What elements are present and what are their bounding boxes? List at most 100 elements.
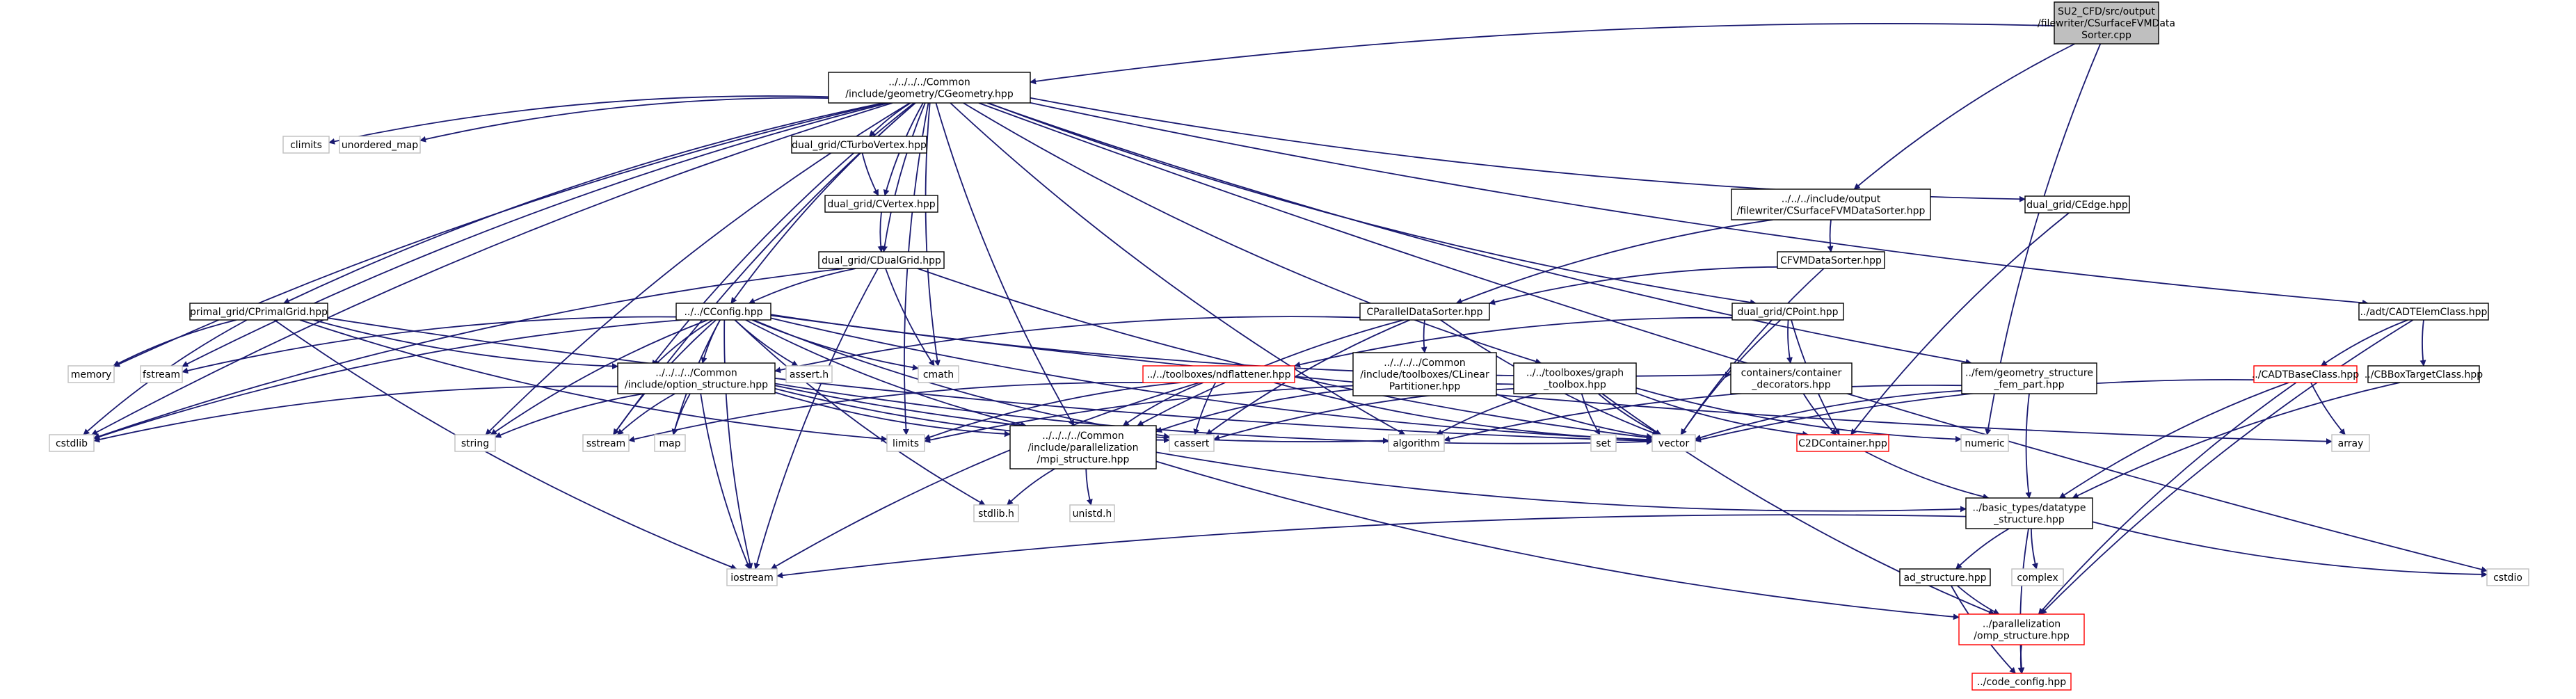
node-ompstruct[interactable]: ../parallelization/omp_structure.hpp	[1958, 613, 2085, 645]
node-cedge[interactable]: dual_grid/CEdge.hpp	[2024, 195, 2130, 214]
node-cconfig[interactable]: ../../CConfig.hpp	[675, 303, 771, 321]
edge-cfvmdatasorter-to-cparallel	[1489, 266, 1778, 305]
node-cadtbase[interactable]: ../CADTBaseClass.hpp	[2252, 365, 2359, 383]
node-fstream-label-line: fstream	[143, 369, 180, 380]
node-clinear[interactable]: ../../../../Common/include/toolboxes/CLi…	[1352, 352, 1497, 396]
edge-clinear-to-vector	[1496, 393, 1653, 440]
edge-ndflattener-to-sstream	[628, 382, 1145, 442]
node-root: SU2_CFD/src/output/filewriter/CSurfaceFV…	[2038, 1, 2175, 45]
node-containerdeco-label-line: _decorators.hpp	[1751, 380, 1830, 391]
node-vector: vector	[1651, 434, 1696, 452]
node-map: map	[654, 434, 686, 452]
edge-cdualgrid-to-iostream	[753, 268, 879, 570]
node-cgeometry-box	[828, 72, 1031, 104]
edge-cconfig-to-vector	[770, 317, 1653, 443]
node-cstdio-label-line: cstdio	[2493, 572, 2522, 584]
node-cvertex[interactable]: dual_grid/CVertex.hpp	[824, 195, 938, 213]
node-vector-label-line: vector	[1658, 438, 1690, 449]
node-cturbovertex[interactable]: dual_grid/CTurboVertex.hpp	[791, 136, 927, 154]
edge-fempart-to-datatype	[2025, 393, 2032, 499]
node-cvertex-box	[824, 195, 938, 213]
node-c2dcontainer[interactable]: C2DContainer.hpp	[1796, 434, 1889, 452]
node-datatype[interactable]: ../basic_types/datatype_structure.hpp	[1965, 497, 2093, 529]
edge-cgeometry-to-cprimalgrid	[283, 102, 884, 304]
node-c2dcontainer-box	[1796, 434, 1889, 452]
node-fempart-box	[1961, 362, 2097, 394]
node-cfvmdatasorter-box	[1777, 251, 1885, 269]
node-csurfacefvm-label-line: ../../../include/output	[1782, 194, 1881, 205]
edge-cprimalgrid-to-iostream	[273, 319, 737, 570]
node-cpoint-box	[1731, 303, 1844, 321]
node-cconfig-label-line: ../../CConfig.hpp	[684, 307, 762, 318]
node-adstruct[interactable]: ad_structure.hpp	[1899, 568, 1991, 586]
edge-cbbox-to-datatype	[2072, 382, 2401, 499]
edge-fempart-to-algorithm	[1443, 384, 1962, 442]
node-memory-label-line: memory	[71, 369, 112, 380]
node-cfvmdatasorter[interactable]: CFVMDataSorter.hpp	[1777, 251, 1885, 269]
node-ompstruct-label-line: /omp_structure.hpp	[1974, 631, 2070, 642]
edge-cparallel-to-mpistruct	[1137, 319, 1405, 426]
edge-csurfacefvm-to-cfvmdatasorter	[1827, 219, 1834, 252]
node-containerdeco[interactable]: containers/container_decorators.hpp	[1730, 362, 1853, 394]
node-stdlibh: stdlib.h	[973, 504, 1019, 522]
edge-graphtoolbox-to-vector	[1598, 393, 1662, 435]
node-cassert-box	[1169, 434, 1215, 452]
node-sstream: sstream	[582, 434, 630, 452]
node-fstream: fstream	[140, 365, 183, 383]
edge-optionstruct-to-string	[495, 393, 644, 438]
node-ndflattener[interactable]: ../../toolboxes/ndflattener.hpp	[1142, 365, 1295, 383]
edge-cconfig-to-stdlibh	[734, 319, 986, 506]
node-cprimalgrid-label-line: primal_grid/CPrimalGrid.hpp	[190, 307, 328, 318]
edge-graphtoolbox-to-cassert	[1213, 388, 1514, 441]
node-numeric-label-line: numeric	[1965, 438, 2004, 449]
node-cgeometry[interactable]: ../../../../Common/include/geometry/CGeo…	[828, 72, 1031, 104]
node-adstruct-label-line: ad_structure.hpp	[1903, 572, 1986, 584]
edge-c2dcontainer-to-datatype	[1864, 451, 1990, 500]
node-cparallel[interactable]: CParallelDataSorter.hpp	[1359, 303, 1490, 321]
node-map-label-line: map	[659, 438, 680, 449]
edge-clinear-to-mpistruct	[1155, 389, 1354, 433]
node-algorithm: algorithm	[1388, 434, 1445, 452]
edges-layer	[83, 23, 2488, 674]
node-unordered_map: unordered_map	[339, 136, 421, 154]
node-mpistruct-label-line: ../../../../Common	[1042, 431, 1124, 442]
node-optionstruct[interactable]: ../../../../Common/include/option_struct…	[617, 362, 776, 394]
node-sstream-label-line: sstream	[586, 438, 625, 449]
node-c2dcontainer-label-line: C2DContainer.hpp	[1798, 438, 1887, 449]
edge-cvertex-to-cdualgrid	[877, 211, 884, 252]
node-cbbox-label-line: ../CBBoxTargetClass.hpp	[2365, 369, 2483, 380]
node-climits-box	[282, 136, 330, 154]
node-cadtbase-label-line: ../CADTBaseClass.hpp	[2252, 369, 2359, 380]
node-string-label-line: string	[461, 438, 489, 449]
node-complex: complex	[2011, 568, 2064, 586]
node-cadtelem[interactable]: ../adt/CADTElemClass.hpp	[2358, 303, 2489, 321]
node-set: set	[1590, 434, 1617, 452]
node-cstdio-box	[2486, 568, 2529, 586]
node-fempart[interactable]: ../fem/geometry_structure_fem_part.hpp	[1961, 362, 2097, 394]
node-cadtbase-box	[2253, 365, 2358, 383]
edge-datatype-to-cstdio	[2092, 521, 2488, 578]
node-root-label-line: Sorter.cpp	[2081, 30, 2131, 41]
node-mpistruct[interactable]: ../../../../Common/include/parallelizati…	[1009, 425, 1157, 469]
node-csurfacefvm[interactable]: ../../../include/output/filewriter/CSurf…	[1731, 188, 1931, 220]
node-codeconfig[interactable]: ../code_config.hpp	[1971, 673, 2072, 691]
node-root-label-line: /filewriter/CSurfaceFVMData	[2038, 18, 2175, 29]
node-memory-box	[67, 365, 115, 383]
node-cprimalgrid[interactable]: primal_grid/CPrimalGrid.hpp	[189, 303, 328, 321]
edge-cadtelem-to-cadtbase	[2320, 319, 2408, 367]
node-cdualgrid-label-line: dual_grid/CDualGrid.hpp	[822, 255, 941, 266]
edge-cgeometry-to-cstdlib	[91, 102, 893, 435]
node-graphtoolbox[interactable]: ../../toolboxes/graph_toolbox.hpp	[1513, 362, 1637, 394]
edge-ndflattener-to-limits	[924, 382, 1181, 440]
node-root-box	[2054, 1, 2159, 45]
edge-cadtbase-to-array	[2310, 382, 2346, 435]
node-cpoint[interactable]: dual_grid/CPoint.hpp	[1731, 303, 1844, 321]
edge-cgeometry-to-cadtelem	[1030, 102, 2369, 306]
node-set-box	[1590, 434, 1617, 452]
node-cbbox[interactable]: ../CBBoxTargetClass.hpp	[2365, 365, 2483, 383]
node-unordered_map-label-line: unordered_map	[342, 140, 418, 151]
node-cprimalgrid-box	[189, 303, 328, 321]
node-cdualgrid[interactable]: dual_grid/CDualGrid.hpp	[818, 251, 945, 269]
node-clinear-label-line: /include/toolboxes/CLinear	[1360, 369, 1489, 380]
edge-cprimalgrid-to-vector	[327, 317, 1653, 444]
